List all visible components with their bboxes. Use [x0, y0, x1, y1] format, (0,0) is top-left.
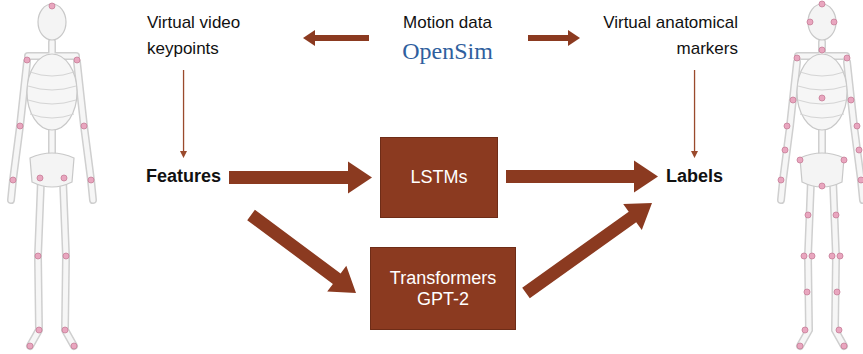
text-node: Virtual anatomical markers: [588, 10, 738, 62]
text-node: Features: [146, 166, 221, 187]
left-skeleton: [11, 4, 93, 346]
arrow-shape: [522, 203, 652, 298]
text-node: Virtual video keypoints: [147, 10, 297, 62]
node-text: Transformers GPT-2: [377, 268, 509, 310]
logo-text: OpenSim: [375, 36, 520, 66]
thin-arrow: [180, 70, 187, 158]
marker-dots: [778, 1, 863, 349]
arrow-shape: [691, 70, 698, 158]
thin-arrow: [691, 70, 698, 158]
node-text: Features: [146, 166, 221, 187]
arrow-shape: [229, 162, 372, 194]
arrow-shape: [247, 210, 356, 293]
arrow-shape: [180, 70, 187, 158]
flow-arrow: [303, 30, 369, 46]
flow-arrow: [247, 210, 356, 293]
right-skeleton: [781, 4, 863, 346]
flow-arrow: [528, 30, 580, 46]
node-text: Labels: [666, 166, 723, 187]
flow-arrow: [229, 162, 372, 194]
process-box: LSTMs: [380, 137, 498, 218]
arrow-shape: [528, 30, 580, 46]
text-node: Labels: [666, 166, 723, 187]
node-text: Virtual anatomical markers: [588, 10, 738, 62]
arrow-shape: [303, 30, 369, 46]
node-text: LSTMs: [410, 167, 467, 188]
arrow-shape: [506, 161, 658, 193]
flow-arrow: [522, 203, 652, 298]
flow-arrow: [506, 161, 658, 193]
process-box: Transformers GPT-2: [370, 247, 516, 330]
node-text: Virtual video keypoints: [147, 10, 297, 62]
text-node: Motion dataOpenSim: [375, 10, 520, 66]
node-text: Motion data: [375, 10, 520, 36]
keypoint-dots: [10, 3, 94, 349]
